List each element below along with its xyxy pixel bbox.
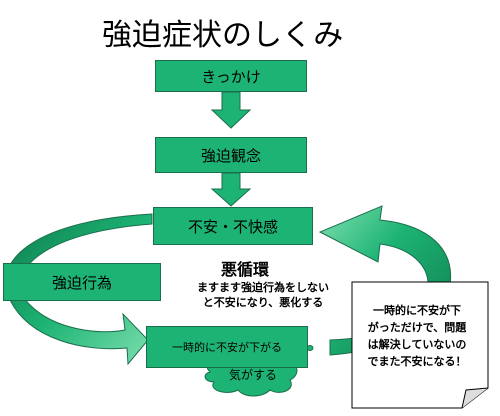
compulsion-box: 強迫行為 [3, 263, 161, 301]
relief-box: 一時的に不安が下がる [146, 326, 308, 368]
page-title: 強迫症状のしくみ [102, 18, 344, 53]
down-arrow-2 [210, 172, 252, 207]
feeling-label: 気がする [228, 368, 277, 382]
cycle-line-1: ますます強迫行為をしない [197, 281, 329, 294]
note-line-1: 一時的に不安が下 [373, 304, 461, 317]
note-line-2: がっただけで、問題 [367, 321, 467, 334]
note-shape [351, 281, 489, 409]
obsession-box: 強迫観念 [155, 137, 307, 173]
note-text: 一時的に不安が下 がっただけで、問題 は解決していないの でまた不安になる！ [358, 302, 476, 370]
cycle-title: 悪循環 [220, 260, 269, 279]
cycle-line-2: と不安になり、悪化する [202, 296, 324, 309]
down-arrow-1 [210, 91, 252, 129]
cycle-description: ますます強迫行為をしない と不安になり、悪化する [188, 280, 338, 310]
note-line-4: でまた不安になる！ [367, 355, 467, 368]
trigger-box: きっかけ [155, 60, 307, 92]
note-line-3: は解決していないの [367, 338, 467, 351]
anxiety-box: 不安・不快感 [153, 207, 313, 245]
